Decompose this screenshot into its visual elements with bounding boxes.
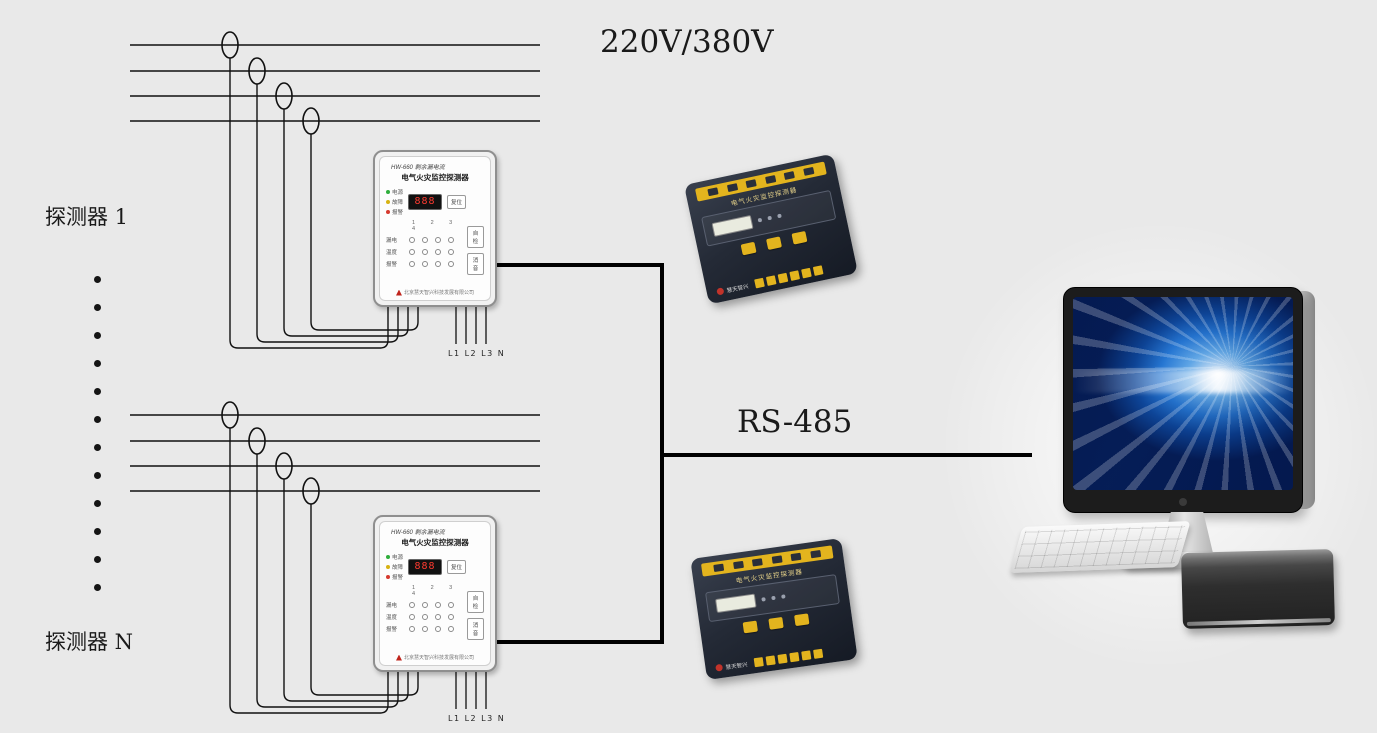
- module-brand-text: 慧天智兴: [725, 661, 748, 671]
- row-label: 漏电: [386, 603, 398, 609]
- monitor-screen: [1073, 297, 1293, 490]
- channel-numbers: 1 2 3 4: [412, 585, 460, 597]
- detector-faceplate: HW-660 剩余漏电流 电气火灾监控探测器 电源 故障 报警 888 复位 1…: [379, 156, 491, 301]
- detector-title-text: 电气火灾监控探测器: [401, 173, 469, 182]
- module-logo-icon: [716, 287, 725, 296]
- row-label: 报警: [386, 627, 398, 633]
- detector-model-text: HW-660 剩余漏电流: [391, 530, 445, 536]
- phase-label-bottom: L1 L2 L3 N: [448, 714, 506, 723]
- fault-led-label: 故障: [392, 200, 404, 206]
- keyboard: [1009, 521, 1191, 573]
- module-led-icon: [777, 213, 782, 219]
- module-button[interactable]: [768, 616, 784, 630]
- module-button[interactable]: [794, 613, 810, 627]
- ct-wires-top: [229, 58, 419, 349]
- ct-wires-bottom: [229, 428, 419, 714]
- alarm-led-icon: [386, 210, 390, 214]
- rs485-bus-lines: [497, 263, 1032, 644]
- module-led-icon: [757, 217, 763, 223]
- module-lcd: [711, 214, 754, 237]
- module-button[interactable]: [742, 620, 758, 634]
- module-led-icon: [781, 594, 786, 599]
- module-lcd: [715, 593, 757, 613]
- detector-device-1: HW-660 剩余漏电流 电气火灾监控探测器 电源 故障 报警 888 复位 1…: [373, 150, 497, 307]
- fault-led-icon: [386, 565, 390, 569]
- reset-button[interactable]: 复位: [447, 560, 467, 574]
- ct-sensors-top: [221, 31, 320, 135]
- fault-led-label: 故障: [392, 565, 404, 571]
- detector-1-label: 探测器 1: [45, 205, 129, 229]
- monitor-module-2: 电气火灾监控探测器 慧天智兴: [690, 538, 858, 680]
- module-button[interactable]: [766, 236, 783, 251]
- channel-numbers: 1 2 3 4: [412, 220, 460, 232]
- detector-faceplate: HW-660 剩余漏电流 电气火灾监控探测器 电源 故障 报警 888 复位 1…: [379, 521, 491, 666]
- module-led-icon: [771, 595, 776, 601]
- detector-title-text: 电气火灾监控探测器: [401, 538, 469, 547]
- ellipsis-dots: [94, 276, 101, 591]
- module-brand-text: 慧天智兴: [726, 283, 750, 294]
- test-button[interactable]: 自检: [467, 226, 484, 248]
- voltage-label: 220V/380V: [600, 24, 774, 60]
- power-led-label: 电源: [392, 190, 404, 196]
- rs485-label: RS-485: [737, 404, 853, 440]
- phase-label-top: L1 L2 L3 N: [448, 349, 506, 358]
- power-led-icon: [386, 555, 390, 559]
- brand-logo-icon: [395, 289, 402, 296]
- alarm-led-label: 报警: [392, 210, 404, 216]
- alarm-led-icon: [386, 575, 390, 579]
- module-logo-icon: [715, 663, 724, 672]
- digital-display: 888: [408, 559, 443, 575]
- monitor: [1063, 287, 1303, 513]
- detector-n-label: 探测器 N: [45, 630, 134, 654]
- module-led-icon: [761, 597, 766, 602]
- alarm-led-label: 报警: [392, 575, 404, 581]
- ct-sensors-bottom: [221, 401, 320, 505]
- row-label: 漏电: [386, 238, 398, 244]
- brand-text: 北京慧天智兴科技发展有限公司: [403, 655, 474, 661]
- reset-button[interactable]: 复位: [447, 195, 467, 209]
- module-button[interactable]: [791, 230, 808, 245]
- power-lines-bottom: [130, 414, 540, 492]
- row-label: 温度: [386, 615, 398, 621]
- row-label: 温度: [386, 250, 398, 256]
- module-led-icon: [767, 215, 773, 221]
- power-lines-top: [130, 44, 540, 122]
- monitor-logo-dot: [1179, 498, 1187, 506]
- row-label: 报警: [386, 262, 398, 268]
- mute-button[interactable]: 消音: [467, 618, 484, 640]
- phase-leads-top: [455, 307, 487, 344]
- detector-device-n: HW-660 剩余漏电流 电气火灾监控探测器 电源 故障 报警 888 复位 1…: [373, 515, 497, 672]
- power-led-icon: [386, 190, 390, 194]
- digital-display: 888: [408, 194, 443, 210]
- fault-led-icon: [386, 200, 390, 204]
- brand-text: 北京慧天智兴科技发展有限公司: [403, 290, 474, 296]
- module-button[interactable]: [740, 241, 757, 256]
- brand-logo-icon: [395, 654, 402, 661]
- power-led-label: 电源: [392, 555, 404, 561]
- mute-button[interactable]: 消音: [467, 253, 484, 275]
- detector-model-text: HW-660 剩余漏电流: [391, 165, 445, 171]
- desktop-unit: [1181, 549, 1335, 629]
- phase-leads-bottom: [455, 672, 487, 709]
- test-button[interactable]: 自检: [467, 591, 484, 613]
